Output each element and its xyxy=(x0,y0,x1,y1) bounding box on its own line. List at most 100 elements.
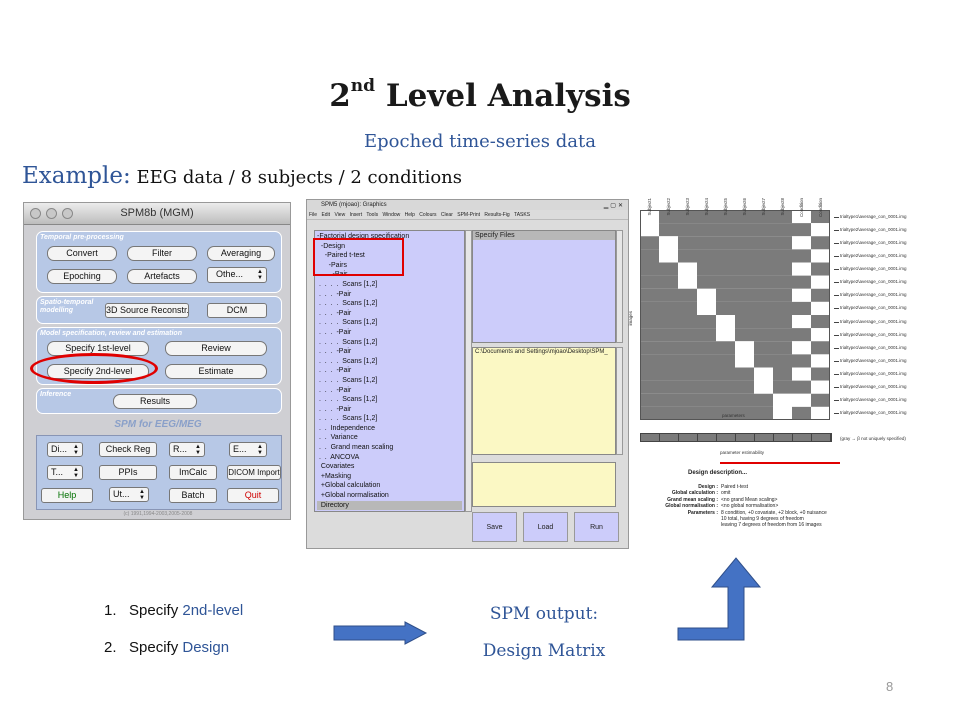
row-tick xyxy=(834,308,839,310)
tree-item[interactable]: . . Variance xyxy=(317,434,358,442)
design-matrix-cell xyxy=(678,341,697,355)
tree-item[interactable]: . . . . Scans [1,2] xyxy=(317,319,378,327)
tree-item[interactable]: Covariates xyxy=(317,463,355,471)
design-matrix-cell xyxy=(735,393,754,407)
design-matrix-cell xyxy=(678,262,697,276)
design-matrix-cell xyxy=(640,380,659,394)
utilities-select[interactable]: Ut...▲▼ xyxy=(109,487,149,502)
convert-button[interactable]: Convert xyxy=(47,246,117,261)
other-select[interactable]: Othe...▲▼ xyxy=(207,267,267,283)
tree-item[interactable]: . . . -Pair xyxy=(317,309,352,317)
eeg-tools-select[interactable]: E...▲▼ xyxy=(229,442,267,457)
design-matrix-cell xyxy=(697,406,716,420)
specify-files-box[interactable]: Specify Files xyxy=(472,230,616,343)
design-matrix-cell xyxy=(754,406,773,420)
design-matrix-cell xyxy=(735,223,754,237)
results-button[interactable]: Results xyxy=(113,394,197,409)
design-matrix-label: Design Matrix xyxy=(482,641,606,661)
dcm-button[interactable]: DCM xyxy=(207,303,267,318)
quit-button[interactable]: Quit xyxy=(227,488,279,503)
tree-item[interactable]: -Design xyxy=(317,242,346,250)
batch-tree[interactable]: -Factorial design specification -Design … xyxy=(314,230,465,512)
steps-list: 1.Specify 2nd-level 2.Specify Design xyxy=(104,602,243,676)
design-matrix-cell xyxy=(811,275,830,289)
design-matrix-cell xyxy=(792,236,811,250)
render-select[interactable]: R...▲▼ xyxy=(169,442,205,457)
toolbox-select[interactable]: T...▲▼ xyxy=(47,465,83,480)
window-controls-icon[interactable]: ▁▢✕ xyxy=(603,203,625,209)
tree-item[interactable]: . . . . Scans [1,2] xyxy=(317,280,378,288)
spatio-temporal-panel: Spatio-temporal modelling 3D Source Reco… xyxy=(36,296,282,324)
design-matrix-cell xyxy=(659,406,678,420)
tree-item[interactable]: Directory xyxy=(317,500,462,511)
tree-item[interactable]: -Factorial design specification xyxy=(317,233,410,240)
tree-item[interactable]: . . . . Scans [1,2] xyxy=(317,338,378,346)
save-button[interactable]: Save xyxy=(472,512,517,542)
path-scrollbar[interactable] xyxy=(616,347,623,455)
estimate-button[interactable]: Estimate xyxy=(165,364,267,379)
close-window-button[interactable] xyxy=(30,208,41,219)
design-matrix-cell xyxy=(640,236,659,250)
design-matrix-cell xyxy=(716,301,735,315)
tree-item[interactable]: +Global calculation xyxy=(317,482,381,490)
design-matrix-cell xyxy=(792,380,811,394)
design-matrix-cell xyxy=(716,406,735,420)
tree-item[interactable]: . . . . Scans [1,2] xyxy=(317,415,378,423)
filter-button[interactable]: Filter xyxy=(127,246,197,261)
tree-item[interactable]: . . . . Scans [1,2] xyxy=(317,357,378,365)
review-button[interactable]: Review xyxy=(165,341,267,356)
design-matrix-cell xyxy=(640,262,659,276)
tree-item[interactable]: -Paired t-test xyxy=(317,252,365,260)
spinner-icon: ▲▼ xyxy=(73,467,79,479)
tree-item[interactable]: . . . -Pair xyxy=(317,367,352,375)
design-matrix-cell xyxy=(773,275,792,289)
tree-item[interactable]: -Pairs xyxy=(317,261,347,269)
imcalc-button[interactable]: ImCalc xyxy=(169,465,217,480)
tree-item[interactable]: . . . -Pair xyxy=(317,290,352,298)
spm5-menu-bar[interactable]: File Edit View Insert Tools Window Help … xyxy=(307,210,628,220)
highlight-rectangle xyxy=(313,238,404,276)
specify-scrollbar[interactable] xyxy=(616,230,623,343)
display-select[interactable]: Di...▲▼ xyxy=(47,442,83,457)
tree-item[interactable]: . . . . Scans [1,2] xyxy=(317,376,378,384)
tree-item[interactable]: . . ANCOVA xyxy=(317,453,360,461)
help-button[interactable]: Help xyxy=(41,488,93,503)
tree-item[interactable]: +Masking xyxy=(317,472,352,480)
tree-item[interactable]: . . Independence xyxy=(317,424,375,432)
minimize-window-button[interactable] xyxy=(46,208,57,219)
row-tick xyxy=(834,321,839,323)
source-reconstruction-button[interactable]: 3D Source Reconstr. xyxy=(105,303,189,318)
design-matrix-cell xyxy=(735,236,754,250)
description-row: Global calculation :omit xyxy=(671,490,731,497)
tree-scrollbar[interactable] xyxy=(465,230,472,512)
tree-item[interactable]: . . . -Pair xyxy=(317,348,352,356)
design-matrix-cell xyxy=(697,393,716,407)
batch-button[interactable]: Batch xyxy=(169,488,217,503)
zoom-window-button[interactable] xyxy=(62,208,73,219)
tree-item[interactable]: . . . . Scans [1,2] xyxy=(317,300,378,308)
tree-item[interactable]: . . . -Pair xyxy=(317,386,352,394)
tree-item[interactable]: . . . -Pair xyxy=(317,328,352,336)
tree-item[interactable]: . . . . Scans [1,2] xyxy=(317,396,378,404)
path-box[interactable]: C:\Documents and Settings\mjoao\Desktop\… xyxy=(472,347,616,455)
spm-eeg-meg-label: SPM for EEG/MEG xyxy=(114,419,202,430)
row-label: trialtype1\average_con_0001.img xyxy=(840,239,907,245)
artefacts-button[interactable]: Artefacts xyxy=(127,269,197,284)
design-matrix-cell xyxy=(640,275,659,289)
averaging-button[interactable]: Averaging xyxy=(207,246,275,261)
epoching-button[interactable]: Epoching xyxy=(47,269,117,284)
load-button[interactable]: Load xyxy=(523,512,568,542)
tree-item[interactable]: +Global normalisation xyxy=(317,492,389,500)
row-tick xyxy=(834,282,839,284)
design-matrix-cell xyxy=(697,236,716,250)
row-tick xyxy=(834,255,839,257)
tree-item[interactable]: . . Grand mean scaling xyxy=(317,444,394,452)
tree-item[interactable]: . . . -Pair xyxy=(317,405,352,413)
ppis-button[interactable]: PPIs xyxy=(99,465,157,480)
design-matrix-cell xyxy=(697,275,716,289)
check-reg-button[interactable]: Check Reg xyxy=(99,442,157,457)
spinner-icon: ▲▼ xyxy=(257,444,263,456)
dicom-import-button[interactable]: DICOM Import xyxy=(227,465,281,480)
row-tick xyxy=(834,269,839,271)
run-button[interactable]: Run xyxy=(574,512,619,542)
